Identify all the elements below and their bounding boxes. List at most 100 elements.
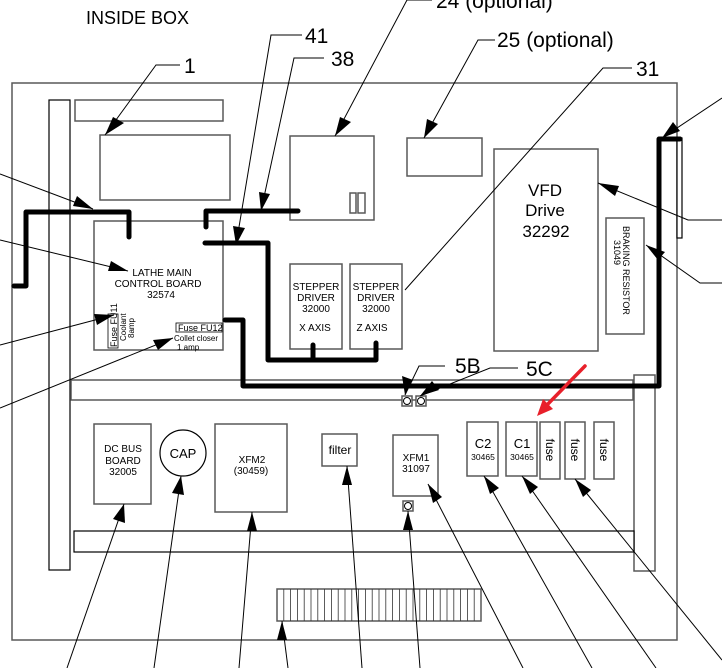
- fuse-1[interactable]: [539, 421, 561, 480]
- fuse-fu11-name[interactable]: Fuse FU11: [109, 303, 119, 347]
- diagram-title: INSIDE BOX: [86, 8, 189, 28]
- fuse-3[interactable]: [593, 421, 615, 480]
- leader-24: [334, 0, 432, 137]
- component-24-connector: [357, 192, 366, 214]
- stepper-x-axis: X AXIS: [299, 323, 331, 334]
- component-1-box[interactable]: [99, 134, 231, 201]
- wire-41: [202, 240, 379, 363]
- top-rail: [74, 99, 224, 122]
- capacitor-c1[interactable]: [505, 421, 538, 477]
- xfm2-transformer[interactable]: [214, 423, 288, 513]
- braking-resistor[interactable]: [605, 217, 645, 335]
- terminal-5b[interactable]: [401, 395, 413, 407]
- stepper-z-label-2: DRIVER: [357, 293, 395, 304]
- component-25-box[interactable]: [406, 137, 483, 177]
- stepper-z-label-3: 32000: [362, 304, 390, 315]
- arrowhead: [105, 117, 124, 135]
- terminal-bottom-screw: [404, 502, 412, 510]
- wire-main: [222, 136, 683, 389]
- filter-label: filter: [329, 443, 352, 457]
- callout-24: 24 (optional): [436, 0, 553, 13]
- leader-5c: [419, 367, 518, 397]
- fuse-1-label: fuse: [543, 439, 557, 462]
- arrowhead: [598, 183, 619, 196]
- callout-5c: 5C: [526, 358, 553, 381]
- leader-fuse: [574, 478, 722, 661]
- dc-bus-board[interactable]: [93, 423, 152, 505]
- callout-41: 41: [305, 25, 328, 48]
- main-board-label-1: LATHE MAIN: [132, 268, 191, 279]
- terminal-strip[interactable]: [276, 588, 482, 622]
- braking-resistor-label: BRAKING RESISTOR: [621, 226, 631, 315]
- capacitor-label: CAP: [170, 446, 197, 461]
- fuse-fu12-name[interactable]: Fuse FU12: [178, 323, 223, 333]
- xfm1-label-1: XFM1: [403, 453, 430, 464]
- stepper-z-axis: Z AXIS: [356, 323, 387, 334]
- callout-1: 1: [184, 55, 196, 78]
- component-24-connector: [349, 192, 357, 214]
- leader-41: [235, 34, 302, 246]
- arrowhead: [575, 479, 591, 497]
- arrowhead: [342, 466, 352, 485]
- main-control-board[interactable]: [93, 220, 224, 351]
- xfm2-label-1: XFM2: [239, 455, 266, 466]
- callout-38: 38: [331, 48, 354, 71]
- stepper-x-label-1: STEPPER: [293, 282, 340, 293]
- leader-dc-bus: [66, 503, 125, 668]
- stepper-z-label-1: STEPPER: [353, 282, 400, 293]
- capacitor-c2[interactable]: [466, 421, 499, 477]
- left-rail: [48, 99, 71, 571]
- arrowhead: [94, 314, 114, 325]
- arrowhead: [73, 196, 93, 209]
- c2-label: C2: [475, 436, 492, 451]
- fuse-fu11-frame: [107, 313, 119, 349]
- arrowhead: [233, 226, 245, 245]
- arrowhead: [646, 245, 665, 260]
- arrowhead: [662, 122, 680, 138]
- c2-part: 30465: [471, 452, 495, 462]
- leader-25: [423, 39, 495, 139]
- filter[interactable]: [321, 433, 358, 467]
- leader-c2: [483, 475, 593, 668]
- stepper-driver-x[interactable]: [289, 263, 343, 350]
- leader-filter: [346, 465, 363, 668]
- xfm2-label-2: (30459): [234, 466, 268, 477]
- middle-rail: [70, 379, 634, 401]
- arrowhead: [484, 476, 499, 494]
- bottom-rail: [73, 530, 635, 553]
- fuse-2-label: fuse: [568, 439, 582, 462]
- dc-bus-label-3: 32005: [109, 467, 137, 478]
- fuse-3-label: fuse: [597, 439, 611, 462]
- leader-left-2: [0, 239, 129, 272]
- xfm1-transformer[interactable]: [392, 434, 439, 497]
- leader-left-4: [0, 337, 174, 409]
- stepper-x-label-3: 32000: [302, 304, 330, 315]
- right-upper-rail: [676, 137, 683, 239]
- callout-31: 31: [636, 58, 659, 81]
- vfd-drive[interactable]: [493, 148, 599, 352]
- arrowhead: [335, 117, 351, 136]
- leader-31: [404, 67, 632, 291]
- callout-25: 25 (optional): [497, 29, 614, 52]
- leader-braking: [645, 244, 722, 284]
- right-rail: [633, 374, 656, 572]
- arrowhead: [522, 476, 538, 494]
- c1-part: 30465: [510, 452, 534, 462]
- wire-38: [203, 208, 301, 230]
- wire-left: [11, 209, 132, 289]
- fuse-fu11-rating: 8amp: [127, 317, 136, 338]
- xfm1-label-2: 31097: [402, 464, 430, 475]
- terminal-5b-screw: [403, 397, 411, 405]
- dc-bus-label-1: DC BUS: [104, 444, 142, 455]
- dc-bus-label-2: BOARD: [105, 456, 141, 467]
- fuse-fu12-rating: 1 amp: [177, 343, 200, 352]
- leader-xfm2: [238, 511, 253, 668]
- arrowhead: [113, 504, 125, 523]
- leader-xfm1: [427, 483, 524, 668]
- braking-resistor-part: 31049: [612, 240, 622, 265]
- capacitor[interactable]: [159, 429, 207, 477]
- c1-label: C1: [514, 436, 531, 451]
- leader-c1: [521, 475, 657, 668]
- arrowhead: [259, 192, 270, 211]
